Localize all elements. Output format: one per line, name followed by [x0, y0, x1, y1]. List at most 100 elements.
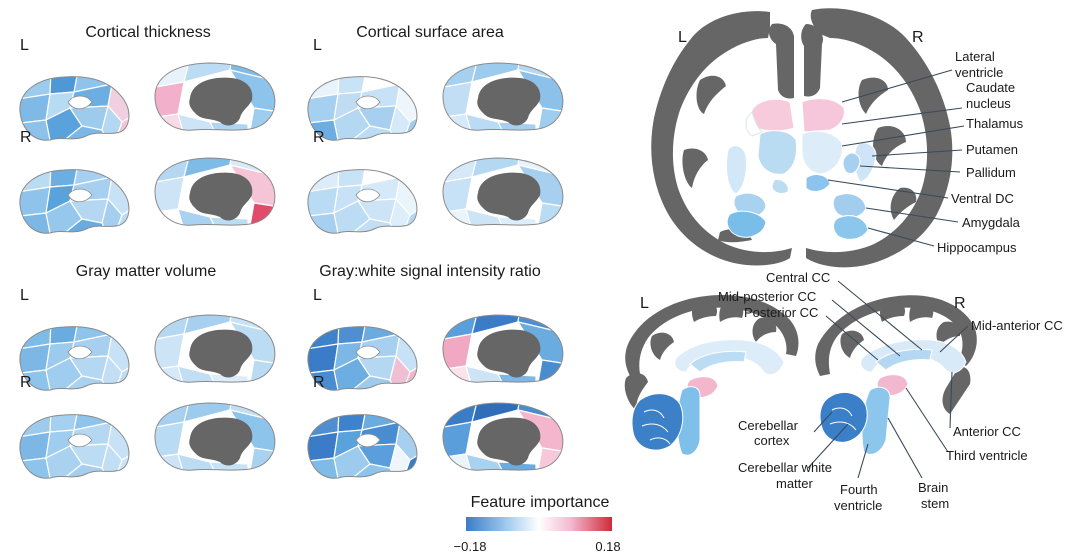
sagittal-left-cortex — [625, 295, 799, 376]
brain-view-7 — [307, 169, 418, 234]
cortical-region — [19, 76, 53, 101]
coronal-right-amygdala — [832, 193, 867, 218]
leader-third-ventricle — [905, 387, 949, 453]
cortical-region — [209, 461, 249, 471]
panel-titles: Cortical thickness Cortical surface area… — [20, 24, 541, 391]
label-hippocampus: Hippocampus — [937, 240, 1017, 255]
cortical-region — [247, 447, 275, 471]
cortical-region — [19, 186, 51, 218]
label-putamen: Putamen — [966, 142, 1018, 157]
brain-outline — [154, 62, 276, 131]
label-matter: matter — [776, 476, 814, 491]
brain-outline — [307, 169, 418, 234]
hemi-left-2: L — [313, 37, 322, 54]
sagittal-right-cc — [860, 339, 967, 374]
label-posterior-cc: Posterior CC — [744, 305, 818, 320]
cortical-region — [535, 359, 563, 383]
hemi-left-4: L — [313, 287, 322, 304]
label-ventricle: ventricle — [955, 65, 1003, 80]
leader-hippocampus — [867, 227, 935, 247]
hemi-right-4: R — [313, 374, 325, 391]
cortical-region — [247, 359, 275, 383]
label-cortex: cortex — [754, 433, 790, 448]
cortical-region — [307, 431, 339, 463]
insula-region — [355, 95, 381, 110]
cortical-region — [497, 373, 537, 383]
leader-posterior-cc — [825, 315, 879, 361]
insula-region — [355, 345, 381, 360]
cortical-region — [471, 315, 523, 335]
brain-outline — [307, 414, 418, 479]
colorbar-gradient — [466, 517, 612, 531]
cortical-region — [471, 63, 523, 83]
medial-wall — [189, 329, 253, 378]
coronal-left-cortex — [651, 11, 792, 266]
leader-pallidum — [859, 165, 961, 173]
cortical-region — [183, 403, 235, 423]
label-fourth: Fourth — [840, 482, 878, 497]
medial-wall — [477, 329, 541, 378]
label-ventral-dc: Ventral DC — [951, 191, 1014, 206]
leader-cerebellar-white-matter — [807, 423, 849, 469]
brain-view-6 — [442, 62, 564, 131]
leader-cerebellar-cortex — [813, 411, 833, 433]
sagittal-left — [624, 295, 799, 456]
cortical-region — [209, 373, 249, 383]
leader-mid-posterior-cc — [831, 299, 901, 357]
brain-outline — [19, 414, 130, 479]
cortical-region — [497, 121, 537, 131]
brain-outline — [442, 314, 564, 383]
leader-anterior-cc — [949, 371, 953, 429]
hemi-right-3: R — [20, 374, 32, 391]
label-anterior-cc: Anterior CC — [953, 424, 1021, 439]
coronal-section: L R Lateral ventricle Caudate nucleus Th… — [651, 8, 1024, 268]
sagittal-right-cc-band — [875, 348, 933, 371]
leader-caudate — [841, 107, 963, 125]
cortical-region — [247, 202, 275, 226]
brain-view-15 — [307, 414, 418, 479]
insula-region — [67, 345, 93, 360]
brain-outline — [19, 76, 130, 141]
coronal-right-thalamus — [801, 130, 843, 175]
cortical-region — [535, 202, 563, 226]
brain-outline — [19, 326, 130, 391]
leader-mid-anterior-cc — [939, 325, 969, 353]
label-brain: Brain — [918, 480, 948, 495]
coronal-right-pallidum — [842, 152, 861, 175]
medial-wall — [189, 172, 253, 221]
brain-view-3 — [19, 169, 130, 234]
hemi-right-1: R — [20, 129, 32, 146]
coronal-left-putamen — [725, 145, 747, 195]
insula-region — [67, 433, 93, 448]
brain-outline — [154, 402, 276, 471]
panel-title-thickness: Cortical thickness — [85, 24, 210, 41]
cortical-region — [19, 326, 53, 351]
cortical-region — [19, 431, 51, 463]
sagittal-hemi-right: R — [954, 295, 966, 312]
label-amygdala: Amygdala — [962, 215, 1021, 230]
hemi-right-2: R — [313, 129, 325, 146]
coronal-left-hippocampus — [726, 210, 767, 238]
brain-outline — [19, 169, 130, 234]
insula-region — [355, 433, 381, 448]
cortical-region — [19, 169, 53, 194]
colorbar: Feature importance −0.18 0.18 — [454, 494, 621, 554]
label-ventricle-4: ventricle — [834, 498, 882, 513]
brain-outline — [154, 314, 276, 383]
cortical-region — [183, 315, 235, 335]
leader-fourth-ventricle — [857, 443, 869, 479]
coronal-right-hippocampus — [833, 215, 869, 240]
leader-thalamus — [841, 125, 965, 147]
brain-view-8 — [442, 157, 564, 226]
coronal-right-ventral-dc — [805, 174, 831, 192]
hemi-left-1: L — [20, 37, 29, 54]
coronal-right-cortex — [806, 8, 953, 268]
leader-ventral-dc — [827, 179, 949, 199]
label-pallidum: Pallidum — [966, 165, 1016, 180]
label-nucleus: nucleus — [966, 96, 1011, 111]
medial-wall — [189, 77, 253, 126]
label-central-cc: Central CC — [766, 270, 830, 285]
panel-title-gw-ratio: Gray:white signal intensity ratio — [319, 263, 541, 280]
sagittal-left-cerebellum-folia — [641, 409, 671, 445]
leader-brain-stem — [887, 417, 923, 479]
